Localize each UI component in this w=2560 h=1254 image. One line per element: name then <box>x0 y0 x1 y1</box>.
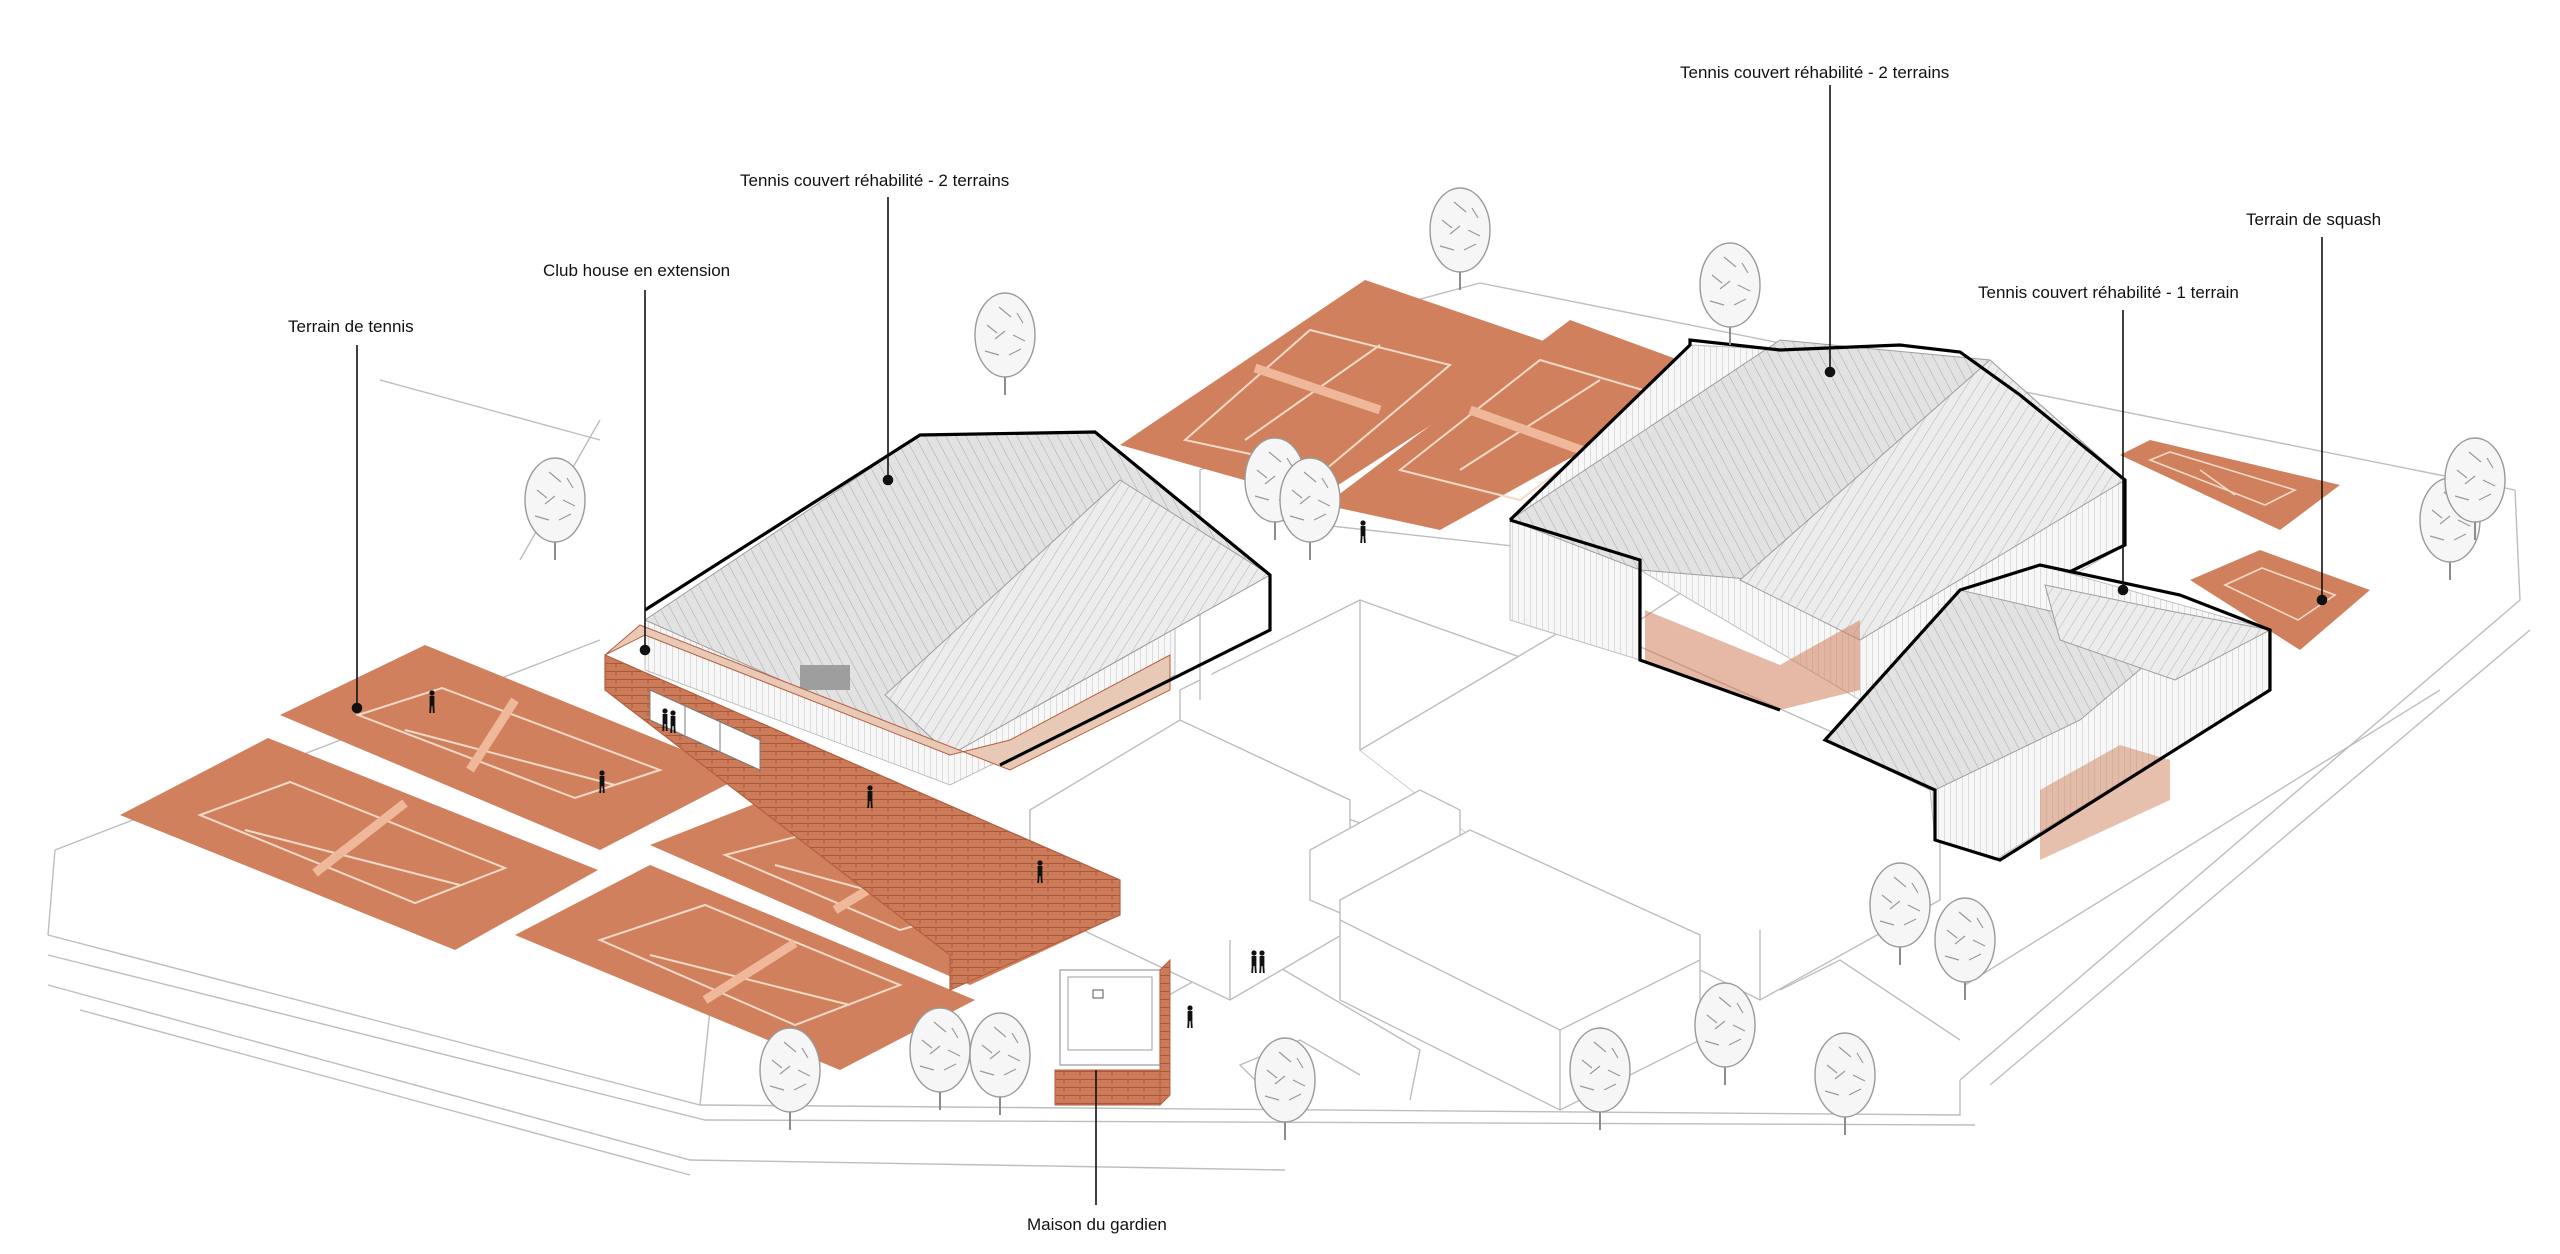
label-terrain-squash: Terrain de squash <box>2246 210 2382 229</box>
tree-icon <box>969 1012 1031 1116</box>
squash-court-2 <box>2190 550 2370 650</box>
tree-icon <box>974 292 1036 396</box>
label-maison-gardien: Maison du gardien <box>1027 1215 1167 1234</box>
tree-icon <box>1699 242 1761 346</box>
tree-icon <box>1254 1037 1316 1141</box>
leader-dot-icon <box>639 644 651 656</box>
tree-icon <box>759 1027 821 1131</box>
label-tennis-couvert-right: Tennis couvert réhabilité - 2 terrains <box>1680 63 1950 82</box>
leader-dot-icon <box>2117 584 2129 596</box>
squash-courts <box>2120 440 2370 650</box>
label-terrain-tennis: Terrain de tennis <box>288 317 414 336</box>
label-tennis-couvert-left: Tennis couvert réhabilité - 2 terrains <box>740 171 1010 190</box>
court-4 <box>515 865 975 1070</box>
person-icon <box>1186 1004 1194 1029</box>
tree-icon <box>909 1007 971 1111</box>
court-6 <box>1325 320 1720 530</box>
tree-icon <box>1569 1027 1631 1131</box>
court-1 <box>280 645 745 850</box>
leader-lines <box>351 85 2328 1205</box>
court-2 <box>120 738 598 950</box>
leader-dot-icon <box>351 702 363 714</box>
tree-icon <box>524 457 586 561</box>
leader-dot-icon <box>2316 594 2328 606</box>
leader-dot-icon <box>1824 366 1836 378</box>
label-tennis-couvert-one: Tennis couvert réhabilité - 1 terrain <box>1978 283 2239 302</box>
person-icon <box>1359 519 1367 544</box>
label-club-house: Club house en extension <box>543 261 731 280</box>
tree-icon <box>1279 457 1341 561</box>
covered-tennis-one <box>1822 563 2272 862</box>
tree-icon <box>1934 897 1996 1001</box>
tree-icon <box>1694 982 1756 1086</box>
tree-icon <box>1429 187 1491 291</box>
covered-tennis-left <box>604 430 1272 991</box>
maison-du-gardien-building <box>1054 958 1171 1107</box>
site-ground-lines <box>47 282 2531 1176</box>
leader-dot-icon <box>882 474 894 486</box>
tree-icon <box>1869 862 1931 966</box>
squash-court-1 <box>2120 440 2340 530</box>
tree-icon <box>1814 1032 1876 1136</box>
